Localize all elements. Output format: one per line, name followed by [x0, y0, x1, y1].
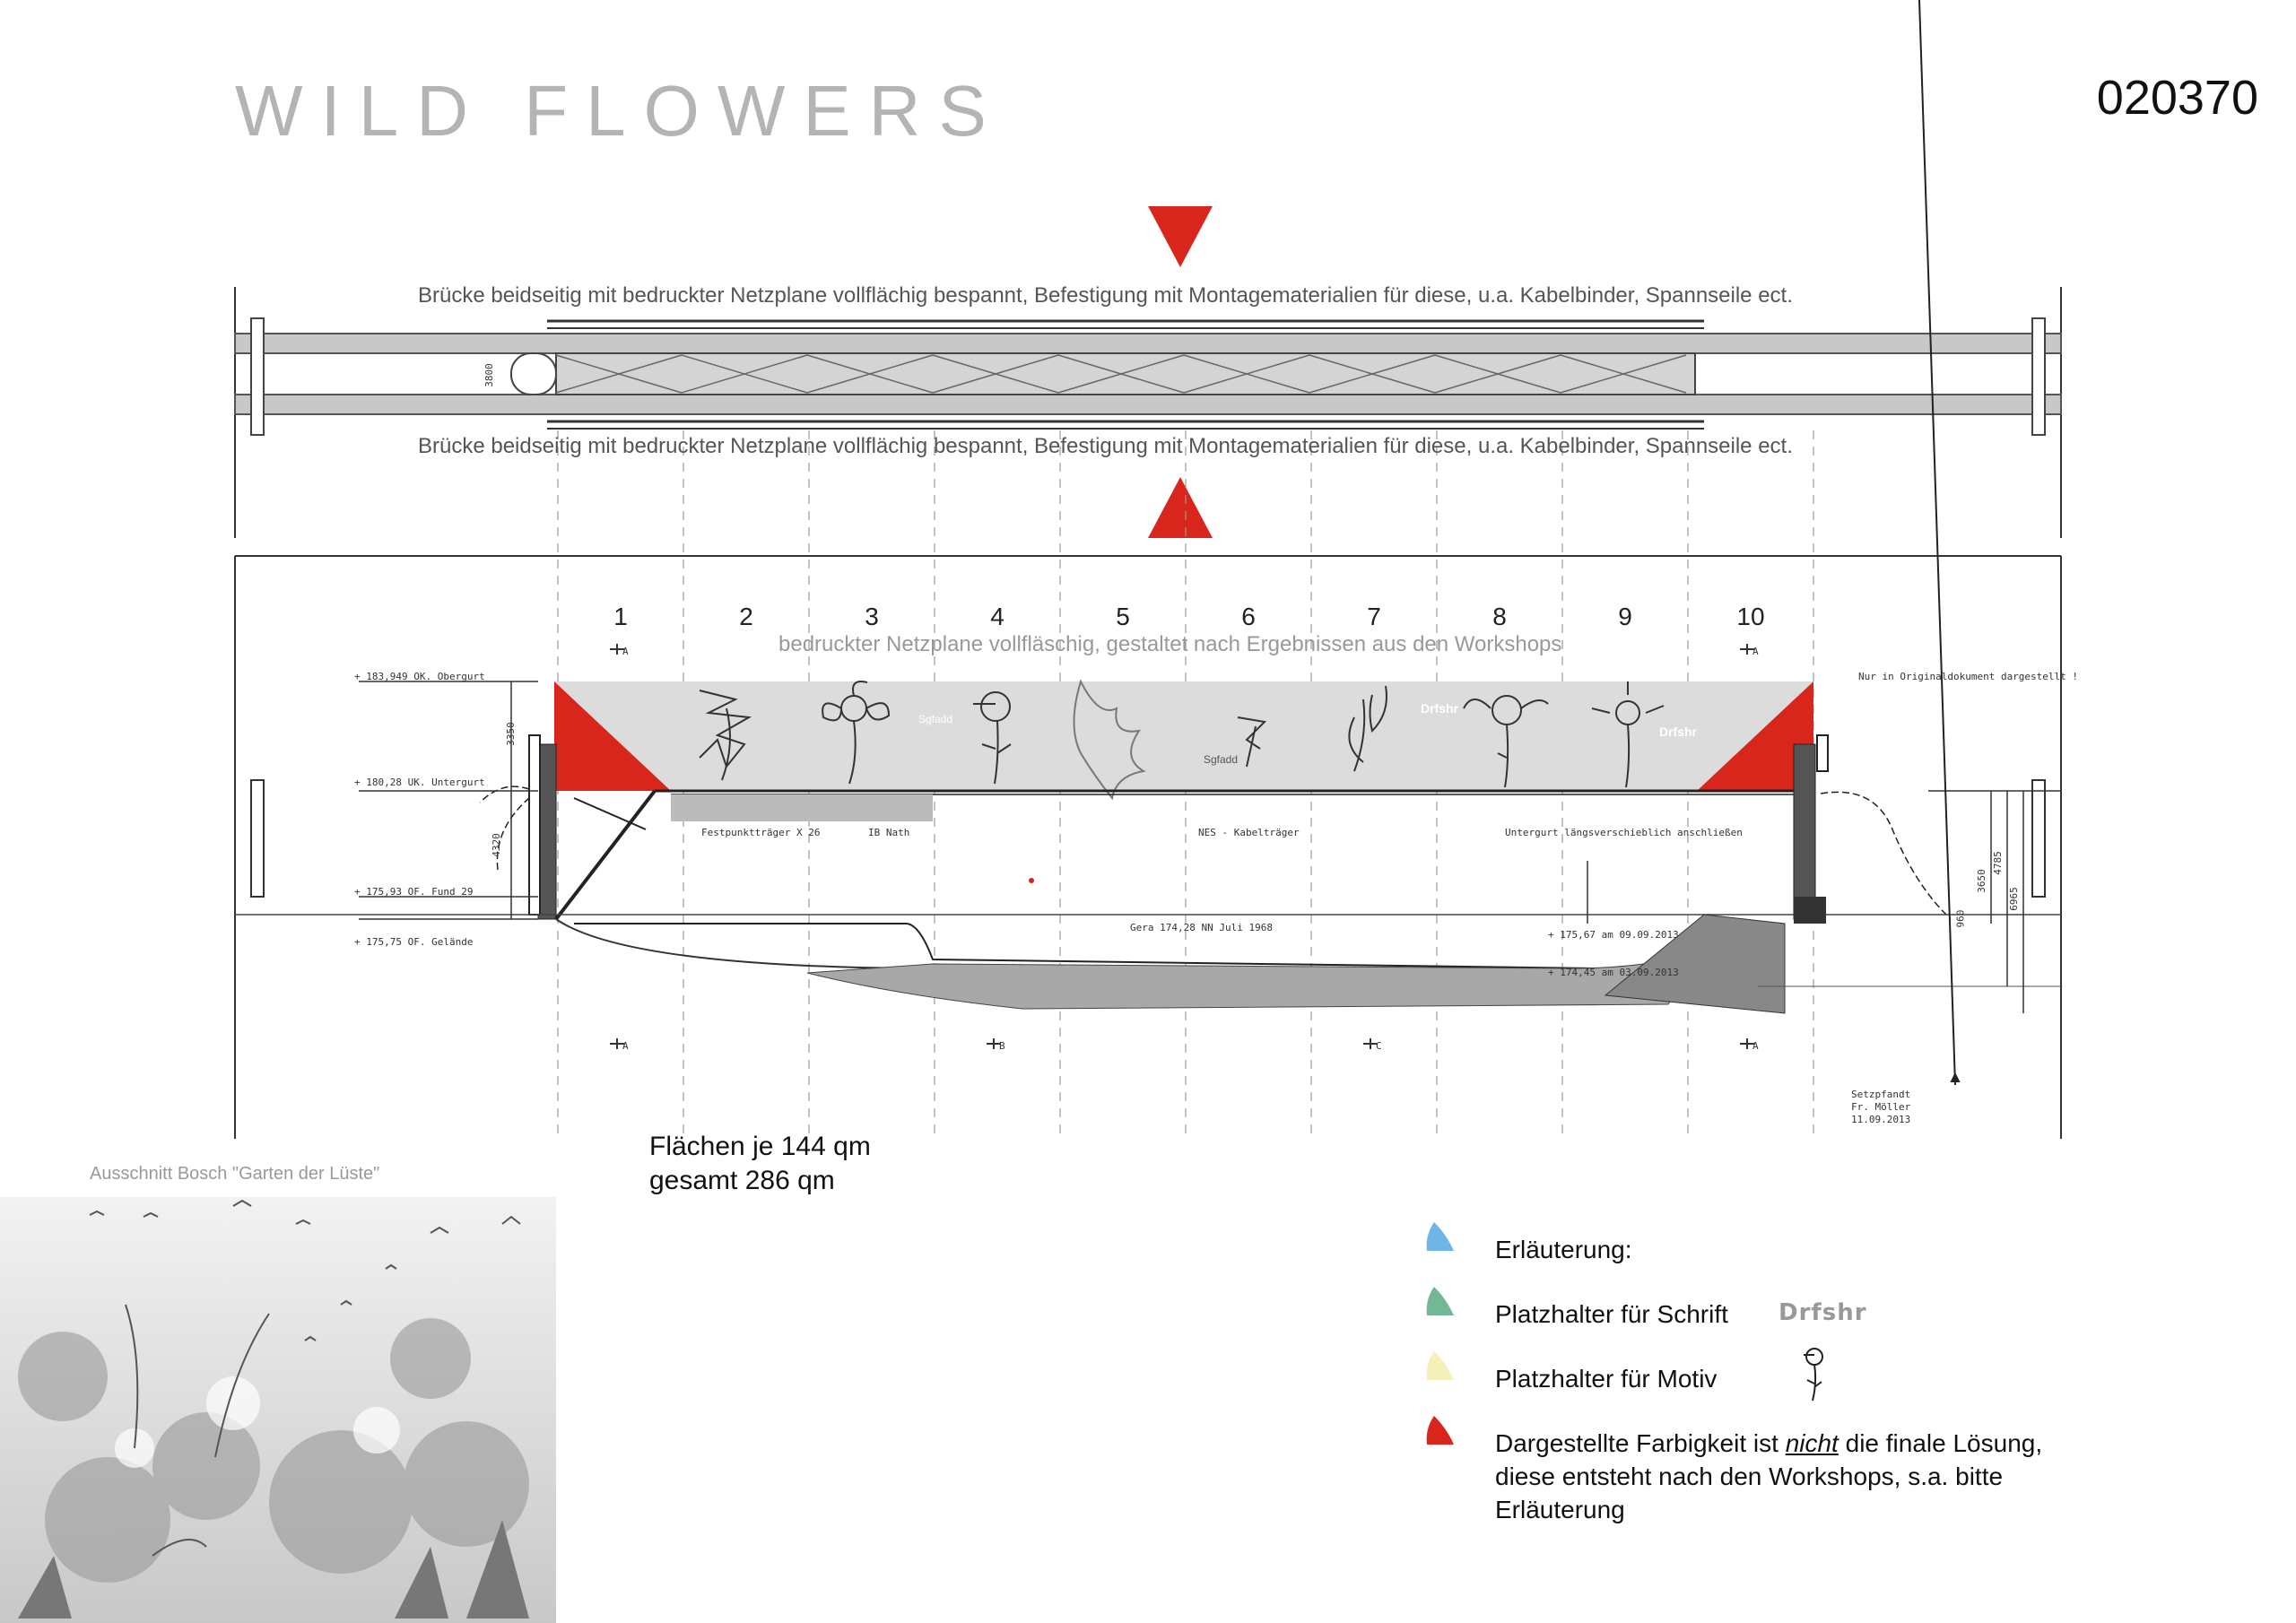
grid-lines [557, 430, 1814, 1139]
area-line-1: Flächen je 144 qm [649, 1132, 871, 1161]
banner-placeholder-4: Drfshr [1659, 725, 1698, 739]
level-label-1: + 183,949 OK. Obergurt [354, 671, 485, 682]
dim-right-4: 960 [1954, 909, 1967, 928]
legend-color-note-em: nicht [1785, 1429, 1839, 1457]
section-mark-2: A [1752, 646, 1759, 657]
level-label-3: + 175,93 OF. Fund 29 [354, 886, 474, 898]
legend-swatch-yellow [1426, 1351, 1454, 1380]
plan-note-bottom: Brücke beidseitig mit bedruckter Netzpla… [418, 434, 1793, 458]
panel-number-5: 5 [1116, 603, 1130, 630]
area-line-2: gesamt 286 qm [649, 1166, 835, 1195]
banner-placeholder-1: Sgfadd [918, 713, 953, 725]
legend-color-note-a: Dargestellte Farbigkeit ist [1495, 1429, 1786, 1457]
section-mark-5: C [1376, 1040, 1382, 1052]
plan-view [234, 287, 2062, 538]
panel-number-7: 7 [1367, 603, 1381, 630]
signature-line-3: 11.09.2013 [1851, 1114, 1911, 1125]
panel-number-6: 6 [1241, 603, 1256, 630]
marker-triangle-bottom [1148, 477, 1213, 538]
dim-right-3: 6965 [2007, 887, 2020, 911]
banner-note: bedruckter Netzplane vollfläschig, gesta… [778, 632, 1562, 656]
section-mark-6: A [1752, 1040, 1759, 1052]
dim-left-upper: 3350 [504, 722, 517, 746]
project-number: 020370 [2096, 71, 2258, 125]
panel-number-1: 1 [613, 603, 628, 630]
section-mark-4: B [999, 1040, 1005, 1052]
flower-motif-icon [1804, 1348, 1823, 1402]
bosch-inset-image [0, 1197, 556, 1623]
label-level-2: + 174,45 am 03.09.2013 [1548, 967, 1679, 978]
signature-line-1: Setzpfandt [1851, 1089, 1911, 1100]
legend-color-note-b: die finale Lösung, [1838, 1429, 2043, 1457]
legend-text-sample: Drfshr [1779, 1299, 1867, 1326]
legend-item-color-note: Dargestellte Farbigkeit ist nicht die fi… [1495, 1427, 2123, 1526]
legend-color-note-line2: diese entsteht nach den Workshops, s.a. … [1495, 1462, 2004, 1490]
section-mark-1: A [622, 646, 629, 657]
dimension-lines [359, 681, 2061, 1013]
dim-right-1: 3650 [1975, 869, 1987, 893]
banner-placeholder-3: Drfshr [1421, 701, 1459, 716]
legend-swatch-green [1426, 1287, 1454, 1315]
panel-number-9: 9 [1618, 603, 1632, 630]
signature-line-2: Fr. Möller [1851, 1101, 1911, 1113]
dim-right-2: 4785 [1991, 851, 2004, 875]
red-dot [1029, 878, 1034, 883]
label-fixed-beam: Festpunktträger X 26 [701, 827, 821, 838]
marker-triangle-top [1148, 206, 1213, 267]
label-level-1: + 175,67 am 09.09.2013 [1548, 929, 1679, 941]
level-label-4: + 175,75 OF. Gelände [354, 936, 474, 948]
area-info: Flächen je 144 qm gesamt 286 qm [649, 1130, 871, 1198]
bridge-structure [479, 734, 1947, 921]
terrain [235, 897, 2061, 1014]
banner-triangle-left [554, 681, 671, 791]
flower-sketches [699, 679, 1665, 801]
panel-number-8: 8 [1492, 603, 1507, 630]
label-lower-chord: Untergurt längsverschieblich anschließen [1505, 827, 1743, 838]
label-ib-nath: IB Nath [868, 827, 910, 838]
panel-number-2: 2 [739, 603, 753, 630]
section-mark-3: A [622, 1040, 629, 1052]
banner-triangle-right [1697, 681, 1813, 791]
panel-number-10: 10 [1736, 603, 1765, 630]
panel-number-3: 3 [865, 603, 879, 630]
plan-note-top: Brücke beidseitig mit bedruckter Netzpla… [418, 283, 1793, 308]
plan-width-dim: 3800 [483, 363, 495, 387]
dim-left-lower: 4320 [490, 833, 502, 857]
level-label-2: + 180,28 UK. Untergurt [354, 777, 485, 788]
north-arrow-icon [1918, 0, 1961, 1086]
page-title: WILD FLOWERS [235, 71, 1004, 151]
banner-net [554, 681, 1813, 791]
legend-swatch-red [1426, 1416, 1454, 1445]
elevation-frame [234, 555, 2062, 1139]
label-water-level: Gera 174,28 NN Juli 1968 [1130, 922, 1273, 933]
label-top-right: Nur in Originaldokument dargestellt ! [1858, 671, 2079, 682]
legend-color-note-line3: Erläuterung [1495, 1496, 1625, 1523]
legend-item-explanation: Erläuterung: [1495, 1236, 1632, 1263]
section-markers [610, 644, 1754, 1049]
legend: Erläuterung: Platzhalter für Schrift Drf… [1422, 1215, 2121, 1538]
inset-caption: Ausschnitt Bosch "Garten der Lüste" [90, 1164, 380, 1184]
legend-item-text-placeholder: Platzhalter für Schrift [1495, 1300, 1728, 1328]
label-cable-beam: NES - Kabelträger [1198, 827, 1300, 838]
banner-placeholder-2: Sgfadd [1204, 753, 1239, 766]
panel-number-4: 4 [990, 603, 1004, 630]
legend-swatch-blue [1426, 1222, 1454, 1251]
legend-item-motif-placeholder: Platzhalter für Motiv [1495, 1365, 1718, 1393]
